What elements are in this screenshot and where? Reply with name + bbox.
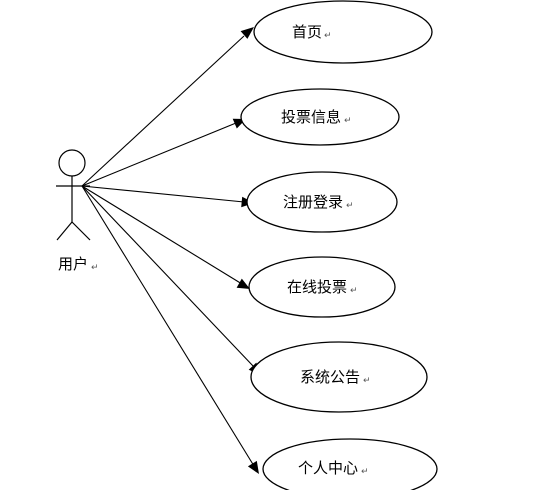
use-case-ellipse: [240, 88, 400, 146]
use-case-home: 首页 ↵: [253, 0, 433, 64]
use-case-online-vote: 在线投票 ↵: [248, 256, 396, 318]
use-case-ellipse: [246, 171, 398, 233]
association-line: [81, 35, 245, 187]
association-online-vote: [81, 185, 250, 289]
paragraph-mark-icon: ↵: [350, 286, 358, 296]
use-case-ellipse: [248, 256, 396, 318]
association-vote-info: [81, 118, 246, 187]
association-line: [81, 122, 237, 187]
arrowhead-icon: [247, 460, 259, 474]
use-case-ellipse: [253, 0, 433, 64]
association-line: [81, 185, 243, 285]
actor-right-leg: [71, 221, 91, 241]
use-case-label: 系统公告: [300, 368, 360, 386]
use-case-ellipse: [250, 341, 428, 413]
paragraph-mark-icon: ↵: [363, 376, 371, 386]
actor-figure-icon: [56, 149, 91, 241]
association-system-notice: [81, 185, 261, 375]
arrowhead-icon: [236, 278, 250, 289]
use-case-personal-center: 个人中心 ↵: [262, 438, 438, 490]
paragraph-mark-icon: ↵: [344, 116, 352, 126]
use-case-label: 首页: [292, 23, 322, 41]
paragraph-mark-icon: ↵: [346, 201, 354, 211]
associations: [81, 27, 261, 474]
association-line: [81, 185, 255, 368]
use-case-label: 在线投票: [287, 278, 347, 296]
actor-left-leg: [56, 221, 73, 241]
use-case-ellipse: [262, 438, 438, 490]
actor-head: [58, 149, 86, 177]
use-case-label: 注册登录: [283, 193, 343, 211]
use-case-system-notice: 系统公告 ↵: [250, 341, 428, 413]
use-case-label: 投票信息: [281, 108, 341, 126]
use-case-vote-info: 投票信息 ↵: [240, 88, 400, 146]
arrowhead-icon: [240, 27, 254, 39]
association-register-login: [81, 185, 254, 208]
association-line: [81, 185, 245, 203]
actor-user: 用户 ↵: [56, 149, 99, 273]
use-case-label: 个人中心: [298, 459, 358, 477]
paragraph-mark-icon: ↵: [324, 31, 332, 41]
association-personal-center: [81, 185, 259, 474]
association-home: [81, 27, 254, 187]
association-line: [81, 185, 255, 467]
actor-label: 用户: [58, 255, 88, 273]
use-case-register-login: 注册登录 ↵: [246, 171, 398, 233]
paragraph-mark-icon: ↵: [91, 263, 99, 273]
paragraph-mark-icon: ↵: [361, 467, 369, 477]
